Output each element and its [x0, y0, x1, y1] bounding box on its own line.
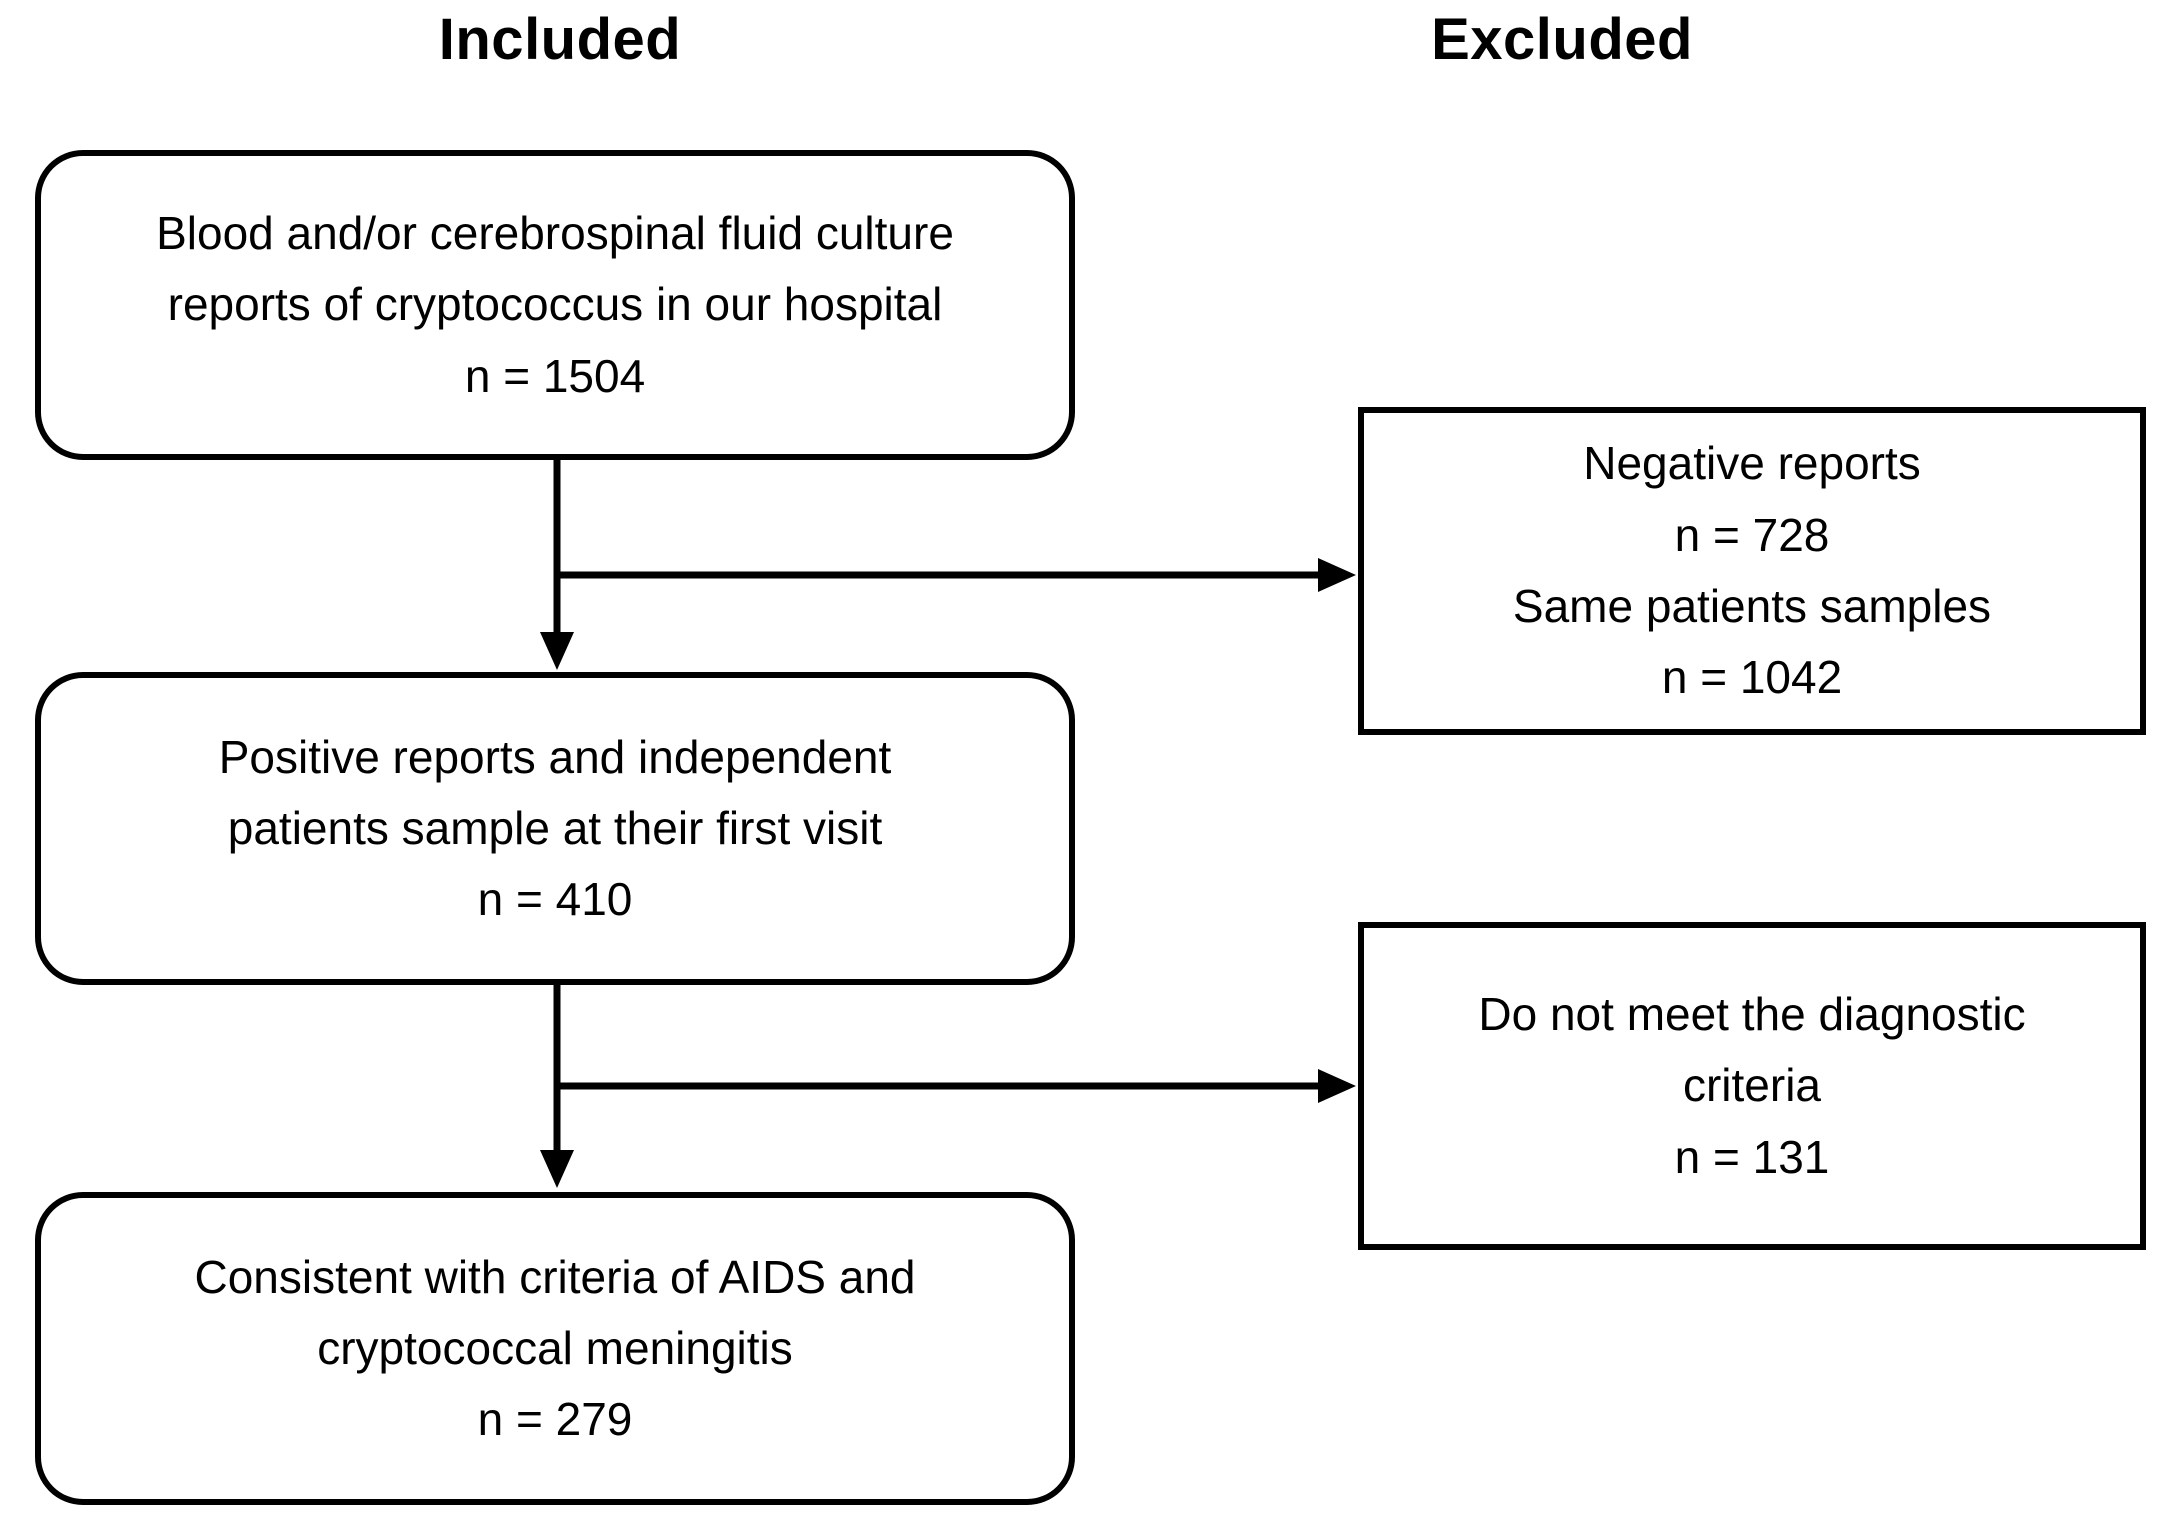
- box-text-line: reports of cryptococcus in our hospital: [167, 278, 943, 331]
- arrow-positive-to-consistent: [540, 983, 574, 1188]
- node-diagnostic-criteria-not-met: Do not meet the diagnostic criteria n = 13…: [1358, 922, 2146, 1250]
- box-text-line: n = 131: [1674, 1130, 1830, 1183]
- box-text-line: n = 410: [477, 873, 633, 926]
- box-text-line: n = 728: [1674, 508, 1830, 561]
- excluded-column-header: Excluded: [1431, 7, 1693, 72]
- box-text-line: Same patients samples: [1512, 580, 1992, 632]
- arrow-culture-to-positive: [540, 458, 574, 670]
- node-positive-reports: Positive reports and independent patients…: [35, 672, 1075, 985]
- arrow-to-negative-reports: [557, 558, 1356, 592]
- box-text-line: criteria: [1682, 1059, 1822, 1112]
- box-text-line: Positive reports and independent: [218, 730, 892, 783]
- box-text-line: n = 279: [477, 1393, 633, 1446]
- box-text-line: Do not meet the diagnostic: [1478, 988, 2026, 1041]
- node-aids-cryptococcal-meningitis: Consistent with criteria of AIDS and cryp…: [35, 1192, 1075, 1505]
- box-text-line: Negative reports: [1583, 437, 1921, 490]
- box-text-line: patients sample at their first visit: [227, 801, 883, 854]
- box-text-line: cryptococcal meningitis: [317, 1321, 793, 1374]
- box-text-line: Consistent with criteria of AIDS and: [194, 1250, 916, 1303]
- node-culture-reports: Blood and/or cerebrospinal fluid culture…: [35, 150, 1075, 460]
- box-text-line: n = 1042: [1661, 651, 1843, 704]
- box-text-line: Blood and/or cerebrospinal fluid culture: [156, 207, 954, 260]
- included-column-header: Included: [438, 7, 682, 72]
- box-text-line: n = 1504: [464, 349, 646, 402]
- arrow-to-diagnostic-criteria: [557, 1069, 1356, 1103]
